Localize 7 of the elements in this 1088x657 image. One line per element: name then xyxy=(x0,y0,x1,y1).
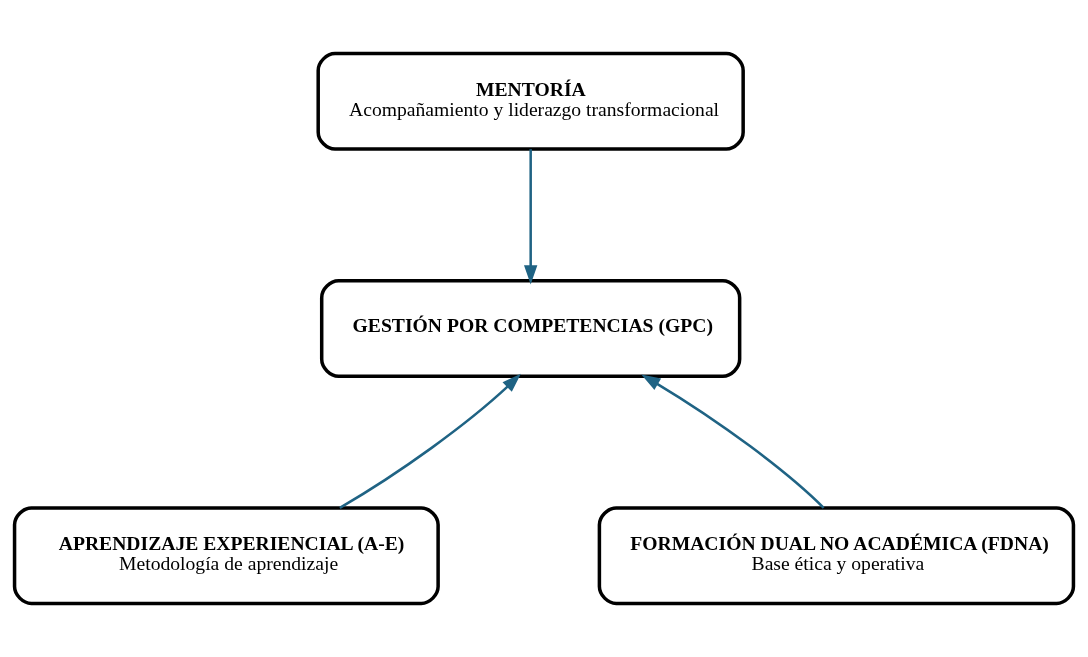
arrow xyxy=(524,149,538,285)
node-box: GESTIÓN POR COMPETENCIAS (GPC) xyxy=(319,279,742,378)
node-box: FORMACIÓN DUAL NO ACADÉMICA (FDNA) Base ética y operativa xyxy=(597,506,1076,606)
arrow xyxy=(339,373,521,509)
node-box: MENTORÍA Acompañamiento y liderazgo transformacional xyxy=(316,51,745,151)
node-box: APRENDIZAJE EXPERIENCIAL (A-E) Metodología de aprendizaje xyxy=(12,506,440,606)
arrow xyxy=(641,374,825,509)
